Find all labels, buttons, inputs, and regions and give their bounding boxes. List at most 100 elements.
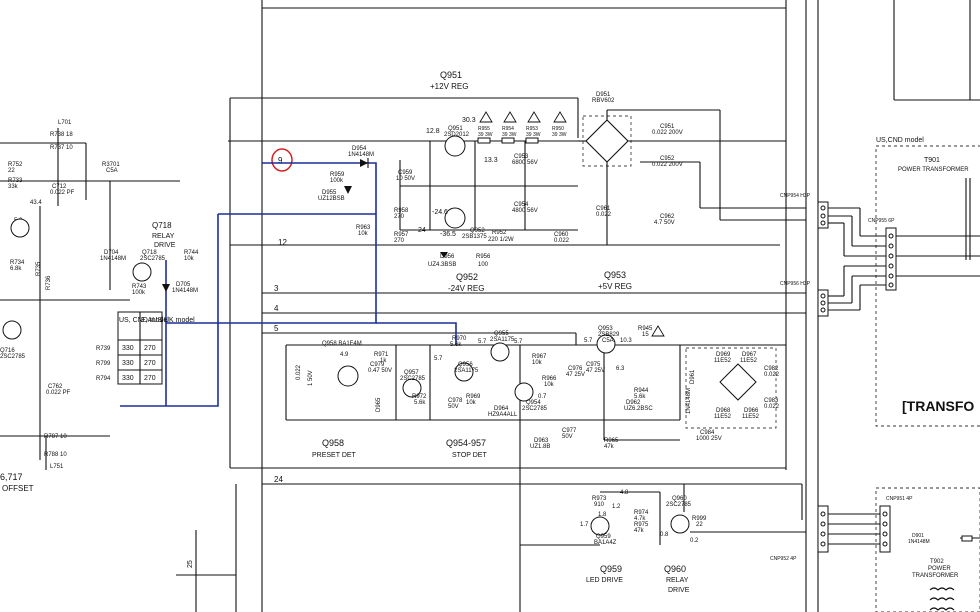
wire-9-label: 9 [278,156,283,165]
q718-block-name: Q718 [152,221,172,230]
q960-block-func2: DRIVE [668,587,690,594]
v-5-7-c: 5.7 [514,339,523,345]
d956-diode-symbol [440,252,448,258]
q953-type2: C5A [602,338,614,344]
q952-block-name: Q952 [456,272,478,282]
c980-val: 1 50V [308,370,314,386]
table-row-r739-eu: 270 [144,345,156,352]
r954-val: 39 3W [502,132,517,138]
cnp955-label: CNP955 6P [868,218,895,224]
d955-diode-symbol [344,186,352,194]
q953-type: 2SB829 [598,332,620,338]
drive-section: R973 910 4.8 1.8 1.7 1.2 R974 4.7k R975 … [520,484,806,594]
q953-ref: Q953 [598,326,613,332]
r975-ref: R975 [634,522,649,528]
connector-cnp956: CNP956 H3P [780,281,829,317]
d963-ref: D963 [534,438,549,444]
c960-ref: C960 [554,232,569,238]
r3701-ref: R3701 [102,162,120,168]
reg-labels: Q952 -24V REG Q953 +5V REG [448,270,632,293]
d968-ref: D968 [716,408,731,414]
q955-ref: Q955 [494,331,509,337]
r738-ref: R738 18 [50,132,73,138]
r959-val: 100k [330,178,344,184]
q718-ref: Q718 [142,250,157,256]
r734-val: 6.8k [10,266,22,272]
r966-ref: R966 [542,376,557,382]
v-neg-24-6: -24.6 [432,209,448,216]
r967-val: 10k [532,360,543,366]
t901-desc: POWER TRANSFORMER [898,167,969,173]
r952-val: 220 1/2W [488,237,514,243]
us-cnd-model-label: US,CND model [876,137,924,144]
c981-val: 0.022 [296,364,302,380]
c953-ref: C953 [514,154,529,160]
d901-val: 1N4148M [908,539,930,545]
r955-ref: R955 [478,126,490,132]
r974-ref: R974 [634,510,649,516]
c953-val: 6800 56V [512,160,538,166]
c951-ref: C951 [660,124,675,130]
v-5-7-b: 5.7 [434,356,443,362]
d954-val: 1N4148M [348,152,374,158]
table-row-r794-eu: 270 [144,375,156,382]
r967-ref: R967 [532,354,547,360]
t902-desc-2: TRANSFORMER [912,573,959,579]
d705-diode-symbol [162,284,170,292]
wire-12-label: 12 [278,238,287,247]
q958-ref: Q958 BA1F4M [322,341,362,347]
v-5-7-d: 5.7 [584,338,593,344]
d966-val: 11E52 [742,414,760,420]
table-row-r739-us: 330 [122,345,134,352]
wire-3-label: 3 [274,284,279,293]
q958-block-func: PRESET DET [312,452,357,459]
power-resistors: R955 39 3W R954 39 3W R953 39 3W R950 39… [477,111,567,144]
q718-block-func2: DRIVE [154,242,176,249]
r957-ref: R957 [394,232,409,238]
r950-ref: R950 [552,126,564,132]
c951-val: 0.022 200V [652,130,683,136]
d965-ref: D965 [376,397,382,412]
transformer-big-label: [TRANSFO [902,398,974,414]
d961-ref: D961 [690,369,696,384]
q951-type: 2SD2012 [444,132,470,138]
table-header-us-cnd: US, CND model [119,317,169,324]
c962-val: 4.7 50V [654,220,675,226]
c983-ref: C983 [764,398,779,404]
q952-type: 2SB1375 [462,234,487,240]
c977-val: 50V [562,434,573,440]
r974-val: 4.7k [634,516,646,522]
c975-val: 47 25V [586,368,605,374]
v-0-8: 0.8 [660,532,669,538]
v-4-9: 4.9 [340,352,349,358]
t902-desc-1: POWER [928,566,951,572]
q957-type: 2SC2785 [400,376,426,382]
q959-ref: Q959 [596,534,611,540]
q957-ref: Q957 [404,370,419,376]
d968-val: 11E52 [714,414,732,420]
q953-block-func: +5V REG [598,282,632,291]
r733-ref: R733 [8,178,23,184]
table-row-r739-ref: R739 [96,346,111,352]
q954-ref: Q954 [526,400,541,406]
v-4-8: 4.8 [620,490,629,496]
q960-block-func: RELAY [666,577,689,584]
d964-ref: D964 [494,406,509,412]
r972-val: 5.6k [414,400,426,406]
l701-ref: L701 [58,120,72,126]
offset-block-name: 6,717 [0,472,23,482]
warning-triangle-icon [527,111,541,123]
r956-ref: R956 [476,254,491,260]
c979-ref: C979 [370,362,385,368]
d954-diode-symbol [360,159,368,167]
warning-triangle-icon [479,111,493,123]
d969-ref: D969 [716,352,731,358]
v-0-7: 0.7 [538,394,547,400]
c982-val: 0.022 [764,372,780,378]
v-12-8: 12.8 [426,128,440,135]
r944-ref: R944 [634,388,649,394]
d951-bridge: D951 RBV602 C951 0.022 200V C952 0.022 2… [578,92,806,245]
r969-ref: R969 [466,394,481,400]
d962-ref: D962 [626,400,641,406]
